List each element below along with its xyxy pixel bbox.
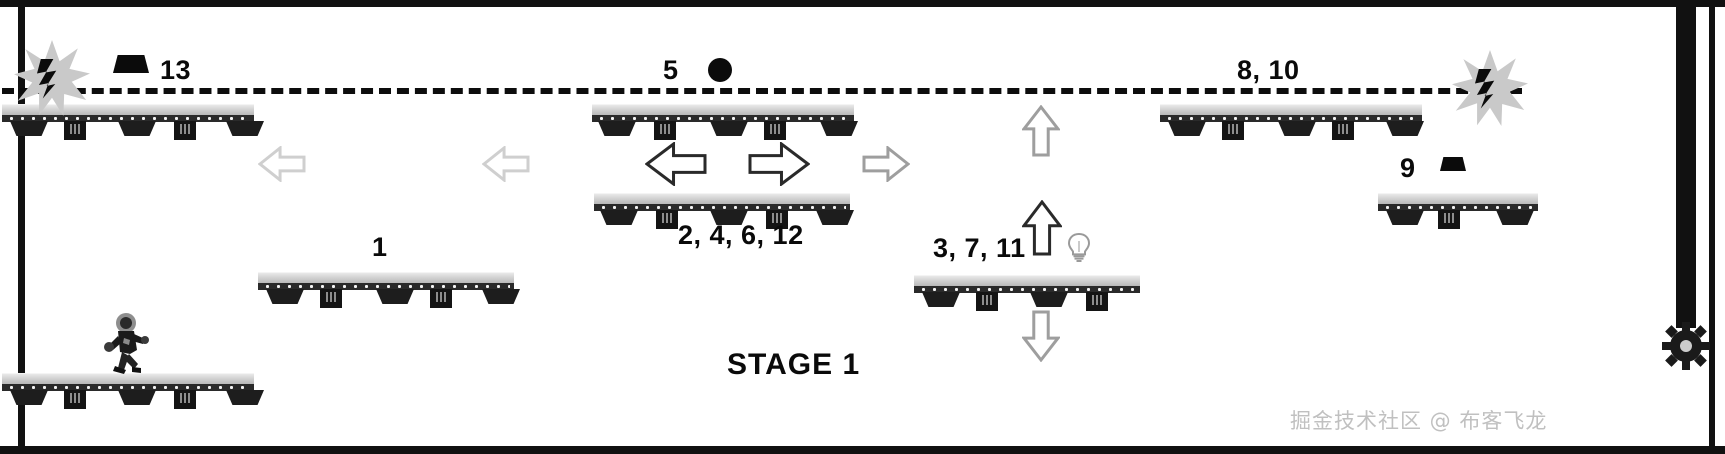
platform-leg [976,292,998,311]
platform-leg [10,390,48,405]
platform [594,193,854,229]
arrow-down-icon [1022,310,1060,362]
platform-leg [1086,292,1108,311]
platform [1160,104,1424,140]
platform-leg [656,210,678,229]
gear-wheel-icon [1662,322,1710,370]
label-1: 1 [372,232,388,262]
platform-leg [376,289,414,304]
frame-border-right [1709,0,1715,446]
platform-leg [1332,121,1354,140]
platform-rivets [6,385,250,390]
platform-rivets [1164,116,1418,121]
arrow-up-icon [1022,200,1062,256]
platform-leg [710,121,748,136]
platform-leg [598,121,636,136]
platform-surface [594,193,850,204]
platform [258,272,520,308]
platform-leg [266,289,304,304]
stage-title: STAGE 1 [727,348,861,381]
platform-leg [1168,121,1206,136]
platform-rivets [262,284,510,289]
platform [2,104,264,140]
platform-leg [226,390,264,405]
arrow-right-icon [862,146,910,182]
frame-border-top [0,0,1725,7]
platform-leg [1030,292,1068,307]
platform-leg [174,390,196,409]
platform-leg [820,121,858,136]
platform-rivets [1382,205,1534,210]
platform [592,104,858,140]
platform-leg [430,289,452,308]
platform-surface [914,275,1140,286]
trapezoid-right-marker [1440,157,1466,171]
lightning-burst-icon [1452,50,1528,126]
platform-leg [1386,121,1424,136]
trapezoid-top-marker [113,55,149,73]
platform-surface [2,104,254,115]
frame-border-bottom [0,446,1725,454]
label-5: 5 [663,55,679,85]
platform-surface [1378,193,1538,204]
ball-marker [708,58,732,82]
lightning-burst-icon [14,40,90,116]
platform-leg [816,210,854,225]
platform [2,373,264,409]
platform-rivets [6,116,250,121]
platform-leg [118,121,156,136]
label-3-7-11: 3, 7, 11 [933,233,1026,263]
arrow-right-icon [748,142,810,186]
platform-leg [174,121,196,140]
arrow-left-icon [645,142,707,186]
platform [1378,193,1538,229]
platform-leg [1496,210,1534,225]
platform-leg [600,210,638,225]
platform-leg [64,390,86,409]
watermark-text: 掘金技术社区 @ 布客飞龙 [1290,409,1548,433]
platform-leg [766,210,788,229]
platform-leg [482,289,520,304]
platform-rivets [598,205,846,210]
platform-rivets [918,287,1136,292]
platform-leg [1222,121,1244,140]
platform-surface [1160,104,1422,115]
label-13: 13 [160,55,192,85]
platform-leg [320,289,342,308]
platform-leg [226,121,264,136]
platform-surface [258,272,514,283]
platform-surface [2,373,254,384]
label-2-4-6-12: 2, 4, 6, 12 [678,220,804,250]
platform [914,275,1140,311]
platform-leg [710,210,748,225]
platform-leg [1438,210,1460,229]
platform-leg [1386,210,1424,225]
platform-leg [64,121,86,140]
platform-surface [592,104,854,115]
platform-leg [764,121,786,140]
label-8-10: 8, 10 [1237,55,1300,85]
lightning-bolt-icon [36,57,66,100]
platform-leg [922,292,960,307]
arrow-left-icon [482,146,530,182]
dashed-guide-line [2,88,1522,94]
platform-leg [10,121,48,136]
arrow-left-icon [258,146,306,182]
platform-leg [654,121,676,140]
platform-leg [118,390,156,405]
arrow-up-icon [1022,105,1060,157]
platform-leg [1278,121,1316,136]
label-9: 9 [1400,153,1416,183]
flag-pole [1676,6,1696,328]
platform-rivets [596,116,850,121]
player-character-sprite [104,312,150,379]
lightning-bolt-icon [1474,67,1504,110]
lightbulb-icon [1066,232,1092,268]
frame-border-left [18,0,25,446]
